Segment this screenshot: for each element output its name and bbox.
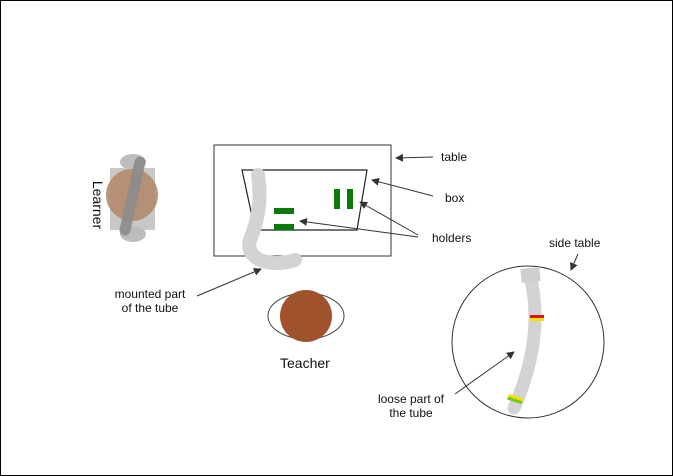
label-box: box [445,191,465,205]
marker-green [507,396,523,405]
label-teacher: Teacher [280,355,330,371]
holder-vertical-right [347,189,353,209]
arrow-holders-horizontal [299,217,419,238]
arrow-loose-tube [454,351,515,395]
learner-figure [106,154,158,242]
label-loose-tube: loose part of the tube [361,392,461,420]
loose-tube [507,268,542,415]
label-loose-line2: the tube [389,406,433,420]
arrow-table [395,153,434,162]
label-loose-line1: loose part of [377,392,445,406]
holder-vertical-left [334,189,340,209]
arrow-holders-vertical [359,201,419,236]
marker-red [530,315,544,318]
marker-yellow [530,318,544,321]
holders-group [274,189,353,230]
holder-horizontal-top [274,208,294,214]
arrow-side-table [570,253,579,271]
teacher-figure [267,290,345,342]
label-learner: Learner [90,180,106,230]
label-side-table: side table [549,236,601,250]
label-table: table [441,150,468,164]
label-mounted-tube: mounted part of the tube [100,287,200,315]
label-mounted-line2: of the tube [121,301,179,315]
teacher-head [280,290,332,342]
learner-tube-shadow [119,156,146,236]
loose-tube-end-cap [520,266,541,283]
label-holders: holders [432,231,472,245]
holder-horizontal-bottom [274,224,294,230]
arrow-box [371,177,434,197]
table [213,144,392,257]
marker-yellow-2 [508,393,524,402]
arrow-mounted-tube [196,268,262,297]
mounted-tube [242,168,302,271]
box [241,169,368,231]
label-mounted-line1: mounted part [114,287,186,301]
